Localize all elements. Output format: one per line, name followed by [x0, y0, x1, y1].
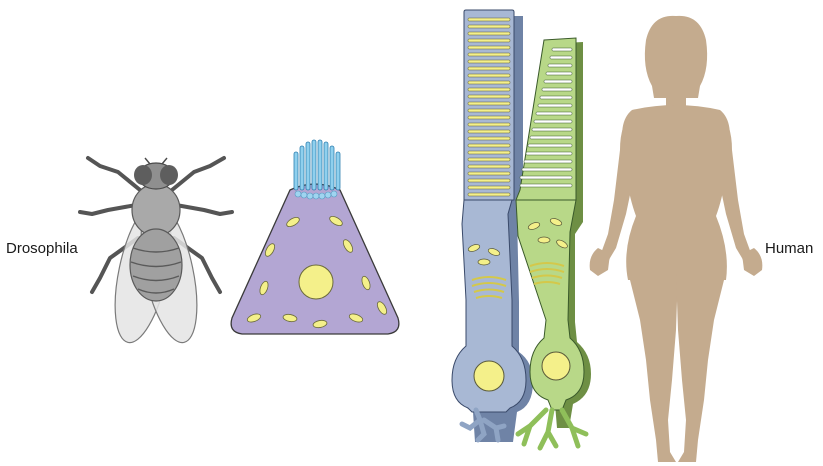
fly-eye-right	[160, 165, 178, 185]
rhabdomere	[294, 140, 340, 190]
fly-photoreceptor-cell	[231, 140, 399, 334]
cone-outer-segment	[516, 38, 576, 200]
cone-nucleus	[542, 352, 570, 380]
fly-thorax	[132, 184, 180, 236]
rod-nucleus	[474, 361, 504, 391]
fly-nucleus	[299, 265, 333, 299]
human-label: Human	[765, 240, 813, 257]
fly-abdomen	[130, 229, 182, 301]
human-silhouette	[590, 16, 763, 462]
drosophila-label: Drosophila	[6, 240, 78, 257]
drosophila-illustration	[80, 158, 232, 347]
fly-eye-left	[134, 165, 152, 185]
